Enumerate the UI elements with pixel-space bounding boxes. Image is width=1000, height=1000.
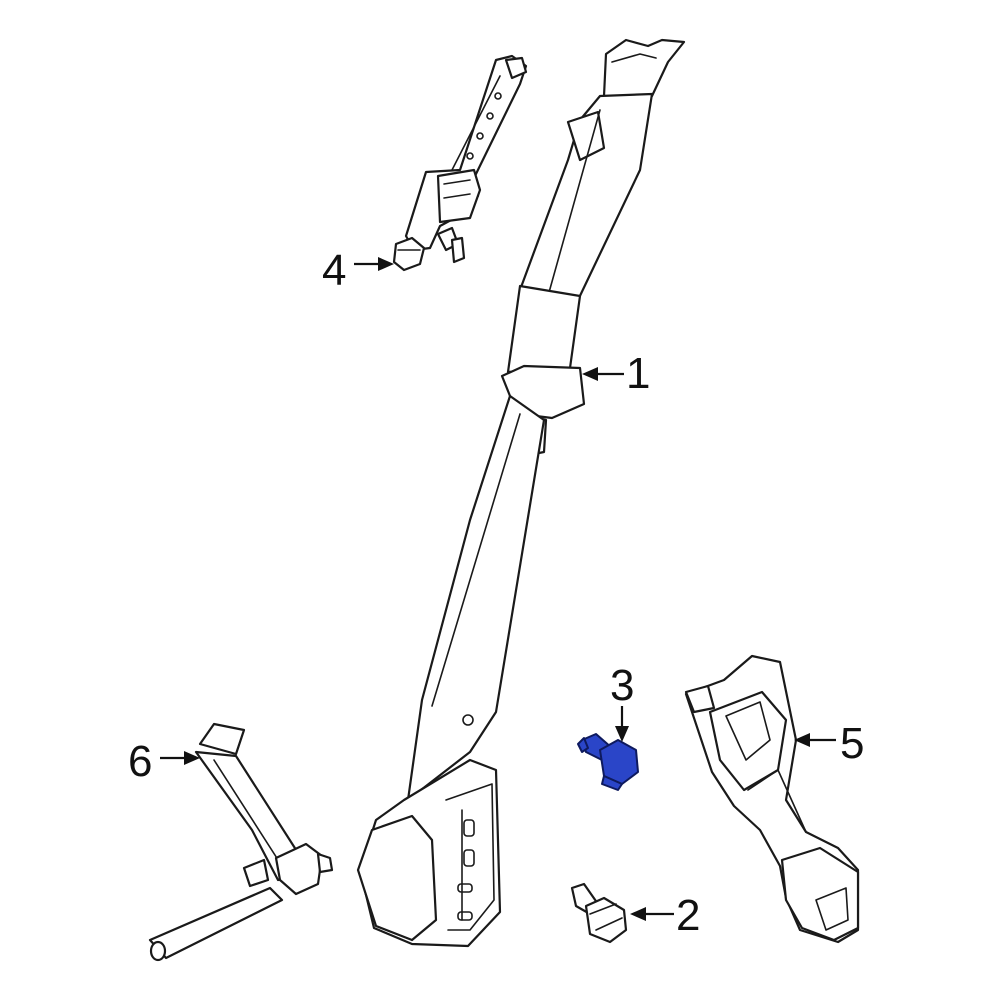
callout-label-3: 3 — [610, 661, 634, 710]
part-4-height-adjuster — [392, 54, 528, 272]
callout-3: 3 — [610, 661, 634, 742]
callout-label-2: 2 — [676, 891, 700, 940]
callout-label-5: 5 — [840, 719, 864, 768]
callout-label-4: 4 — [322, 246, 346, 295]
part-5-buckle-assembly — [684, 654, 860, 944]
part-3-bolt-highlighted — [577, 733, 639, 791]
part-1-belt-retractor-assembly — [356, 38, 686, 948]
callout-label-6: 6 — [128, 737, 152, 786]
part-6-stalk-buckle — [148, 722, 334, 962]
callout-4: 4 — [322, 246, 394, 295]
callout-5: 5 — [794, 719, 864, 768]
callout-2: 2 — [630, 891, 700, 940]
callout-label-1: 1 — [626, 349, 650, 398]
callout-1: 1 — [582, 349, 650, 398]
part-2-bolt — [570, 882, 628, 944]
callout-6: 6 — [128, 737, 200, 786]
